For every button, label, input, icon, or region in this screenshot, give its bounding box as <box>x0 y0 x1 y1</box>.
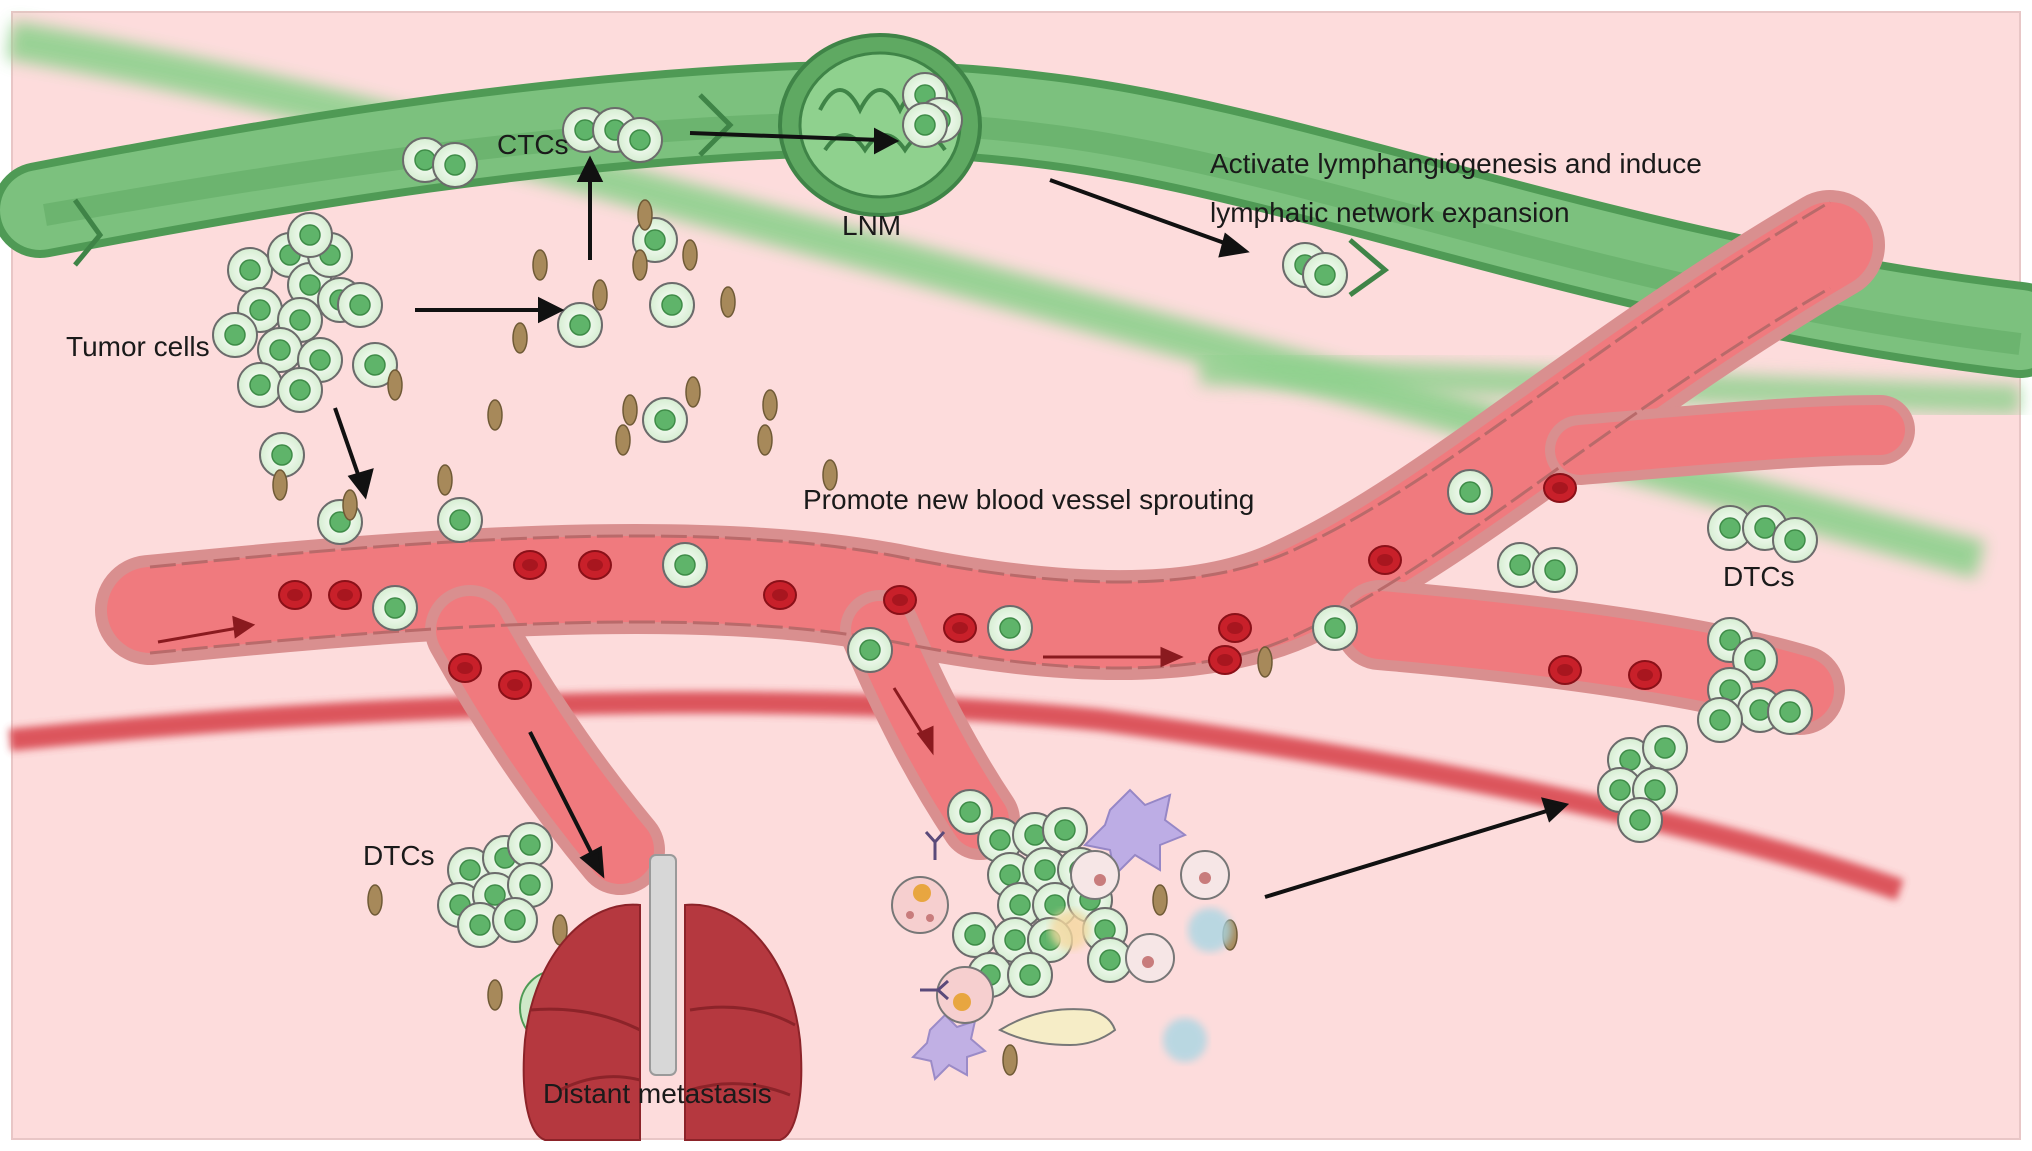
platelet-icon <box>762 389 778 421</box>
platelet-icon <box>632 249 648 281</box>
red-blood-cell-icon <box>1368 545 1402 575</box>
label-dtcs-right: DTCs <box>1723 561 1795 592</box>
red-blood-cell-icon <box>513 550 547 580</box>
platelet-icon <box>637 199 653 231</box>
label-lnm: LNM <box>842 210 901 241</box>
red-blood-cell-icon <box>1548 655 1582 685</box>
label-ctcs: CTCs <box>497 129 569 160</box>
labels: CTCs LNM Activate lymphangiogenesis and … <box>66 129 1795 1109</box>
ctc-icon <box>902 102 948 148</box>
tumor-cell-icon <box>987 605 1033 651</box>
macrophage-icon <box>1180 850 1230 900</box>
platelet-icon <box>367 884 383 916</box>
platelet-icon <box>592 279 608 311</box>
red-blood-cell-icon <box>498 670 532 700</box>
label-activate-line1: Activate lymphangiogenesis and induce <box>1210 148 1702 179</box>
platelet-icon <box>622 394 638 426</box>
tumor-cell-icon <box>1312 605 1358 651</box>
arrow-to-lung <box>528 731 597 861</box>
immune-cell-icon <box>1050 910 1090 950</box>
antibody-icon <box>924 830 946 860</box>
platelet-icon <box>1257 646 1273 678</box>
arrow-blood-flow-branch <box>892 687 927 739</box>
red-blood-cell-icon <box>763 580 797 610</box>
arrow-to-lymph-node <box>689 131 881 142</box>
platelet-icon <box>487 399 503 431</box>
label-dtcs-left: DTCs <box>363 840 435 871</box>
red-blood-cell-icon <box>448 653 482 683</box>
arrow-blood-flow-left <box>157 626 239 644</box>
ctc-icon <box>432 142 478 188</box>
arrow-lymph-expansion <box>1049 178 1231 247</box>
trachea-icon <box>649 854 677 1076</box>
platelet-icon <box>437 464 453 496</box>
red-blood-cell-icon <box>328 580 362 610</box>
tumor-cell-icon <box>1447 469 1493 515</box>
lymph-valve-right <box>1348 238 1390 298</box>
tumor-cell-icon <box>662 542 708 588</box>
label-tumor-cells: Tumor cells <box>66 331 210 362</box>
arrow-to-distant-dtcs <box>1264 808 1551 899</box>
ctc-icon <box>1302 252 1348 298</box>
platelet-icon <box>685 376 701 408</box>
immune-cell-icon <box>911 1013 987 1081</box>
platelet-icon <box>720 286 736 318</box>
tumor-cell-icon <box>649 282 695 328</box>
red-blood-cell-icon <box>1218 613 1252 643</box>
ctc-icon <box>617 117 663 163</box>
platelet-icon <box>682 239 698 271</box>
red-blood-cell-icon <box>1543 473 1577 503</box>
red-blood-cell-icon <box>278 580 312 610</box>
macrophage-icon <box>936 966 994 1024</box>
label-activate-line2: lymphatic network expansion <box>1210 197 1570 228</box>
macrophage-icon <box>1070 850 1120 900</box>
platelet-icon <box>532 249 548 281</box>
fibroblast-icon <box>997 1008 1117 1047</box>
platelet-icon <box>615 424 631 456</box>
red-blood-cell-icon <box>1208 645 1242 675</box>
lung-icon <box>522 854 803 1141</box>
antibody-icon <box>920 979 950 1001</box>
red-blood-cell-icon <box>1628 660 1662 690</box>
lymph-valve-left <box>72 198 104 267</box>
immune-cell-icon <box>1082 788 1188 878</box>
immune-cell-icon <box>1188 908 1232 952</box>
tumor-cell-icon <box>372 585 418 631</box>
platelet-icon <box>757 424 773 456</box>
red-blood-cell-icon <box>883 585 917 615</box>
platelet-icon <box>1002 1044 1018 1076</box>
label-promote-sprouting: Promote new blood vessel sprouting <box>803 484 1254 515</box>
macrophage-icon <box>1125 933 1175 983</box>
tumor-cell-icon <box>847 627 893 673</box>
red-blood-cell-icon <box>943 613 977 643</box>
tumor-cell-icon <box>642 397 688 443</box>
macrophage-icon <box>891 876 949 934</box>
immune-cells <box>891 788 1232 1081</box>
platelet-icon <box>487 979 503 1011</box>
flow-arrows <box>157 127 1570 899</box>
platelet-icon <box>1152 884 1168 916</box>
tumor-cell-icon <box>557 302 603 348</box>
tumor-cell-icon <box>437 497 483 543</box>
platelet-icon <box>512 322 528 354</box>
red-blood-cell-icon <box>578 550 612 580</box>
lymph-valve-mid <box>698 93 734 157</box>
platelet-icon <box>272 469 288 501</box>
platelet-icon <box>342 489 358 521</box>
arrow-tumor-to-vessel <box>333 407 362 481</box>
immune-cell-icon <box>1163 1018 1207 1062</box>
platelet-icon <box>387 369 403 401</box>
label-distant-metastasis: Distant metastasis <box>543 1078 772 1109</box>
